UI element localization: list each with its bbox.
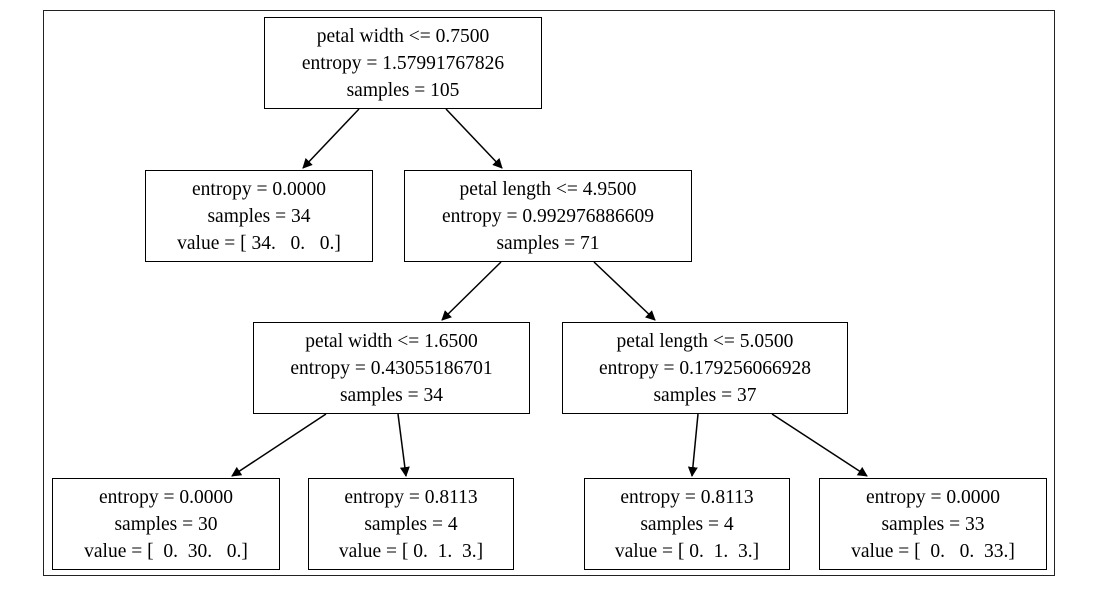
edge-root-mid-split	[445, 108, 503, 169]
node-leaf-2-samples: samples = 4	[364, 513, 458, 535]
node-mid-split-entropy: entropy = 0.992976886609	[442, 205, 654, 227]
edge-mid-split-length	[593, 261, 656, 321]
node-split-width-entropy: entropy = 0.43055186701	[290, 357, 493, 379]
node-leaf-1-entropy: entropy = 0.0000	[99, 486, 233, 508]
node-left-leaf-entropy: entropy = 0.0000	[192, 178, 326, 200]
node-split-width-split: petal width <= 1.6500	[305, 330, 478, 352]
node-split-length-split: petal length <= 5.0500	[616, 330, 794, 352]
node-leaf-4-samples: samples = 33	[881, 513, 985, 535]
node-leaf-3-entropy: entropy = 0.8113	[620, 486, 754, 508]
node-left-leaf: entropy = 0.0000 samples = 34 value = [ …	[145, 170, 373, 262]
node-leaf-4-entropy: entropy = 0.0000	[866, 486, 1000, 508]
node-mid-split-split: petal length <= 4.9500	[459, 178, 637, 200]
node-leaf-3-value: value = [ 0. 1. 3.]	[614, 540, 760, 562]
node-root-samples: samples = 105	[346, 79, 460, 101]
edge-width-leaf-1	[231, 413, 327, 477]
edge-length-leaf-3	[687, 413, 699, 477]
edge-root-left-leaf	[302, 108, 360, 169]
node-left-leaf-samples: samples = 34	[207, 205, 311, 227]
node-split-length-entropy: entropy = 0.179256066928	[599, 357, 811, 379]
edge-mid-split-width	[441, 261, 502, 321]
node-leaf-4: entropy = 0.0000 samples = 33 value = [ …	[819, 478, 1047, 570]
node-leaf-2: entropy = 0.8113 samples = 4 value = [ 0…	[308, 478, 514, 570]
node-leaf-4-value: value = [ 0. 0. 33.]	[851, 540, 1015, 562]
node-leaf-2-entropy: entropy = 0.8113	[344, 486, 478, 508]
node-split-length: petal length <= 5.0500 entropy = 0.17925…	[562, 322, 848, 414]
node-leaf-3-samples: samples = 4	[640, 513, 734, 535]
node-leaf-1: entropy = 0.0000 samples = 30 value = [ …	[52, 478, 280, 570]
node-mid-split-samples: samples = 71	[496, 232, 600, 254]
node-left-leaf-value: value = [ 34. 0. 0.]	[177, 232, 341, 254]
node-leaf-2-value: value = [ 0. 1. 3.]	[338, 540, 484, 562]
node-root: petal width <= 0.7500 entropy = 1.579917…	[264, 17, 542, 109]
node-split-width: petal width <= 1.6500 entropy = 0.430551…	[253, 322, 530, 414]
node-root-entropy: entropy = 1.57991767826	[301, 52, 505, 74]
node-mid-split: petal length <= 4.9500 entropy = 0.99297…	[404, 170, 692, 262]
node-root-split: petal width <= 0.7500	[316, 25, 490, 47]
edge-length-leaf-4	[771, 413, 868, 477]
edge-width-leaf-2	[397, 413, 410, 477]
node-leaf-1-samples: samples = 30	[114, 513, 218, 535]
node-leaf-1-value: value = [ 0. 30. 0.]	[84, 540, 248, 562]
node-split-width-samples: samples = 34	[339, 384, 444, 406]
node-split-length-samples: samples = 37	[653, 384, 757, 406]
node-leaf-3: entropy = 0.8113 samples = 4 value = [ 0…	[584, 478, 790, 570]
